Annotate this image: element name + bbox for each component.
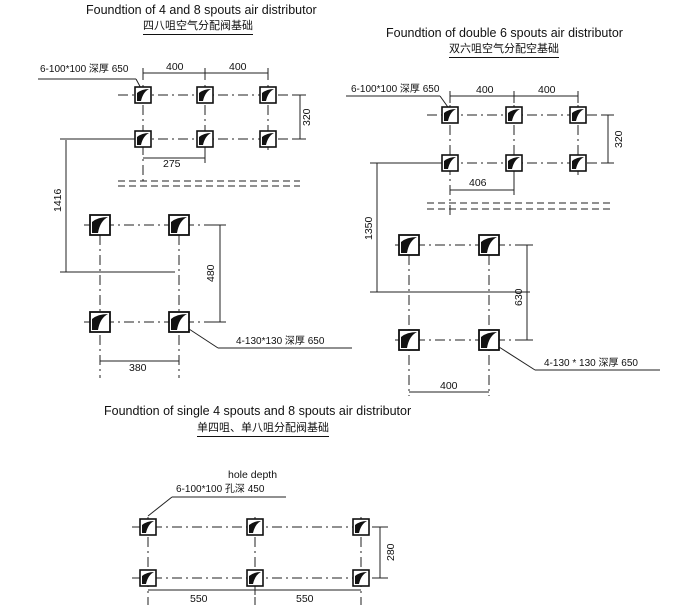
diagram-2-subtitle: 双六咀空气分配空基础 xyxy=(449,40,559,58)
d2-dim-right: 320 xyxy=(613,130,625,148)
diagram-3-title: Foundtion of single 4 spouts and 8 spout… xyxy=(104,404,412,418)
d1-dim-lower: 480 xyxy=(205,264,217,282)
d3-callout-top: 6-100*100 孔深 450 xyxy=(176,483,265,495)
d1-dim-top-b: 400 xyxy=(229,61,247,73)
d2-dim-top-a: 400 xyxy=(476,84,494,96)
diagram-3 xyxy=(132,496,388,605)
diagram-2 xyxy=(346,91,660,396)
d1-dim-top-a: 400 xyxy=(166,61,184,73)
d1-dim-left: 1416 xyxy=(52,188,64,212)
d2-dim-lower: 630 xyxy=(513,288,525,306)
d3-dim-bottom-b: 550 xyxy=(296,593,314,605)
d2-callout-bottom: 4-130 * 130 深厚 650 xyxy=(544,357,638,369)
d1-dim-bottom: 380 xyxy=(129,362,147,374)
diagram-1 xyxy=(38,68,352,378)
d1-pads xyxy=(89,86,277,333)
diagram-1-subtitle: 四八咀空气分配阀基础 xyxy=(143,17,253,35)
diagram-2-title: Foundtion of double 6 spouts air distrib… xyxy=(386,26,623,40)
d1-callout-bottom: 4-130*130 深厚 650 xyxy=(236,335,325,347)
d2-callout-top: 6-100*100 深厚 650 xyxy=(351,83,440,95)
diagram-1-title: Foundtion of 4 and 8 spouts air distribu… xyxy=(86,3,317,17)
d2-dim-left: 1350 xyxy=(363,216,375,240)
d2-dim-top-b: 400 xyxy=(538,84,556,96)
d2-dim-bottom: 400 xyxy=(440,380,458,392)
d1-callout-top: 6-100*100 深厚 650 xyxy=(40,63,129,75)
d3-callout-label: hole depth xyxy=(228,469,277,481)
d2-pads xyxy=(398,106,587,351)
d3-dim-bottom-a: 550 xyxy=(190,593,208,605)
d1-dim-mid: 275 xyxy=(163,158,181,170)
d2-dim-mid: 406 xyxy=(469,177,487,189)
d3-dim-right: 280 xyxy=(385,543,397,561)
d1-dim-right: 320 xyxy=(301,108,313,126)
diagram-3-subtitle: 单四咀、单八咀分配阀基础 xyxy=(197,419,329,437)
